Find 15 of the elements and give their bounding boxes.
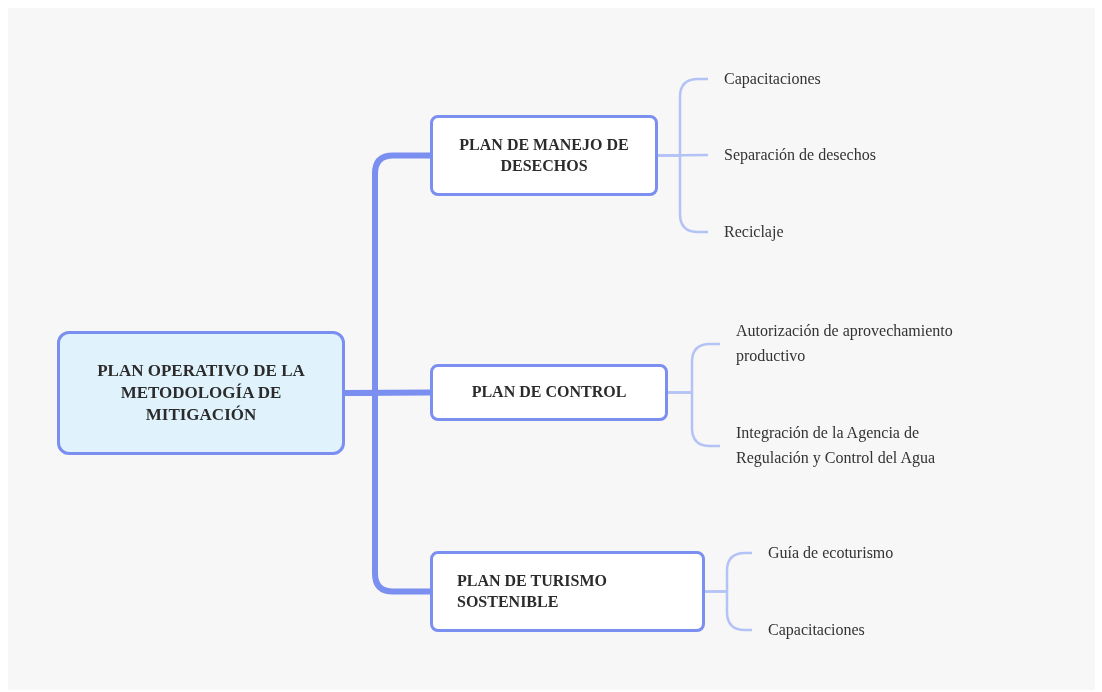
connector-line: [705, 590, 752, 632]
connector-line: [658, 154, 708, 234]
branch-text: Capacitaciones: [752, 618, 952, 642]
branch-text: Integración de la Agencia de Regulación y Control del Agua: [720, 420, 990, 472]
subtopic-box: PLAN DE TURISMO SOSTENIBLE: [430, 551, 705, 632]
branch-text: Autorización de aprovechamiento productivo: [720, 318, 990, 370]
subtopic-box: PLAN DE MANEJO DE DESECHOS: [430, 115, 658, 196]
topic-box: PLAN OPERATIVO DE LA METODOLOGÍA DE MITIGACIÓN: [57, 331, 345, 455]
branch-text: Guía de ecoturismo: [752, 541, 952, 565]
branch-text: Reciclaje: [708, 220, 858, 244]
connector-line: [668, 391, 720, 448]
branch-text: Separación de desechos: [708, 143, 958, 167]
subtopic-box: PLAN DE CONTROL: [430, 364, 668, 421]
branch-text: Capacitaciones: [708, 67, 908, 91]
connector-line: [345, 390, 430, 595]
